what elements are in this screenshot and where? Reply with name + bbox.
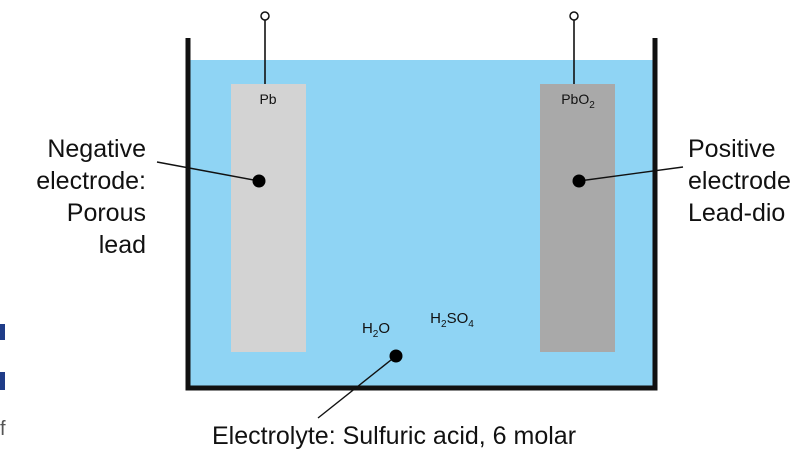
negative-label-line: Negative: [47, 135, 146, 163]
positive-electrode-symbol: PbO2: [561, 91, 595, 111]
edge-accent-mark: [0, 372, 5, 390]
electrolyte-caption: Electrolyte: Sulfuric acid, 6 molar: [212, 422, 577, 450]
negative-label-line: electrode:: [36, 167, 146, 195]
positive-label-line: Positive: [688, 135, 776, 163]
positive-electrode-label-clip: Positive electrode Lead-dio: [688, 133, 801, 243]
negative-terminal-icon: [260, 11, 270, 21]
edge-text-fragment: f: [0, 418, 6, 440]
positive-electrode-plate: [540, 84, 615, 352]
positive-label-line: Lead-dio: [688, 199, 786, 227]
negative-callout-leader: [156, 161, 260, 182]
negative-label-line: Porous: [66, 199, 146, 227]
electrolyte-callout-leader: [317, 355, 397, 419]
negative-electrode-label: Negative electrode: Porous lead: [36, 133, 146, 261]
positive-electrode-label: Positive electrode Lead-dio: [688, 133, 791, 229]
positive-callout-leader: [578, 166, 684, 182]
container-outline: [185, 38, 658, 391]
electrolyte-callout-dot: [389, 349, 403, 363]
negative-label-line: lead: [98, 231, 146, 259]
sulfuric-acid-formula: H2SO4: [430, 310, 474, 330]
negative-electrode-symbol: Pb: [259, 91, 276, 107]
positive-callout-dot: [572, 174, 586, 188]
negative-callout-dot: [252, 174, 266, 188]
positive-label-line: electrode: [688, 167, 791, 195]
edge-accent-mark: [0, 324, 5, 340]
negative-electrode-plate: [231, 84, 306, 352]
water-formula: H2O: [362, 320, 390, 340]
positive-terminal-icon: [569, 11, 579, 21]
